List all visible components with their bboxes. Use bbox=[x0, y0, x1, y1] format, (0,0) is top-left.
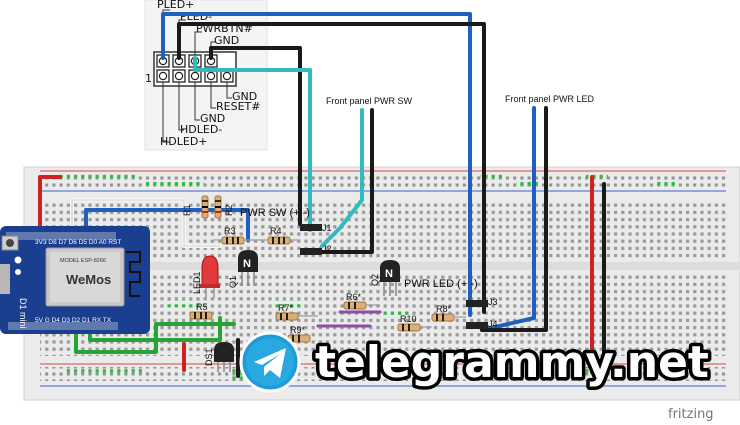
pin-label-gnd-1: GND bbox=[232, 90, 257, 103]
pin-one-marker: 1 bbox=[145, 72, 152, 85]
label-j2: J2 bbox=[322, 244, 332, 254]
wire-blue-front-led bbox=[480, 106, 536, 332]
label-pwr-sw: PWR SW (+ -) bbox=[240, 207, 310, 219]
label-r7: R7* bbox=[278, 303, 294, 313]
q2-mark: N bbox=[385, 268, 393, 280]
label-front-panel-pwr-led: Front panel PWR LED bbox=[505, 94, 595, 104]
wire-black-gnd bbox=[209, 46, 302, 226]
pin-label-hdled-plus: HDLED+ bbox=[160, 135, 208, 148]
pin-label-reset: RESET# bbox=[216, 100, 260, 113]
board-top-pins: 3V3 D8 D7 D6 D5 D0 A0 RST bbox=[35, 239, 121, 246]
label-front-panel-pwr-sw: Front panel PWR SW bbox=[326, 96, 413, 106]
board-brand: WeMos bbox=[66, 272, 111, 287]
board-model: MODEL ESP-8266 bbox=[60, 258, 106, 264]
label-r10: R10 bbox=[400, 314, 417, 324]
wire-cyan-front-sw bbox=[320, 108, 364, 248]
label-r8: R8* bbox=[436, 304, 452, 314]
label-r5: R5 bbox=[196, 302, 208, 312]
led1 bbox=[200, 255, 220, 298]
wire-green-d4 bbox=[74, 322, 236, 354]
pin-label-pled-plus: PLED+ bbox=[157, 0, 194, 11]
wire-black-front-sw bbox=[320, 108, 374, 254]
label-ds1: DS1 bbox=[204, 348, 214, 366]
pin-label-hdled-minus: HDLED- bbox=[180, 123, 222, 136]
transistor-q1 bbox=[238, 250, 258, 286]
wire-cyan-pwrbtn bbox=[193, 56, 312, 232]
wire-blue-d5 bbox=[84, 208, 250, 242]
board-name: D1 mini bbox=[18, 298, 28, 329]
label-j4: J4 bbox=[488, 319, 498, 329]
label-r1: R1 bbox=[182, 204, 192, 216]
jumper-headers bbox=[300, 224, 488, 329]
wemos-d1-mini-board: 3V3 D8 D7 D6 D5 D0 A0 RST 5V G D4 D3 D2 … bbox=[0, 226, 150, 334]
watermark: telegrammy.net bbox=[239, 331, 712, 393]
board-bottom-pins: 5V G D4 D3 D2 D1 RX TX bbox=[35, 317, 112, 324]
pin-label-gnd-top: GND bbox=[214, 34, 239, 47]
label-q1: Q1 bbox=[228, 276, 238, 288]
fritzing-logo: fritzing bbox=[668, 407, 714, 422]
label-r9: R9* bbox=[290, 325, 306, 335]
watermark-text: telegrammy.net bbox=[315, 337, 709, 388]
label-r4: R4 bbox=[270, 226, 282, 236]
label-r2: R2 bbox=[224, 204, 234, 216]
pin-label-gnd-2: GND bbox=[200, 112, 225, 125]
wires bbox=[38, 12, 606, 378]
transistor-q2 bbox=[380, 260, 400, 296]
wire-black-pled-minus bbox=[177, 22, 486, 314]
sensor-ds1 bbox=[214, 342, 234, 372]
label-j3: J3 bbox=[488, 297, 498, 307]
q1-mark: N bbox=[243, 258, 251, 270]
breadboard bbox=[23, 166, 740, 401]
label-r3: R3 bbox=[224, 226, 236, 236]
label-j1: J1 bbox=[322, 223, 332, 233]
label-pwr-led: PWR LED (+ -) bbox=[404, 278, 478, 290]
wire-red-left bbox=[38, 175, 62, 234]
wire-black-front-led bbox=[480, 106, 548, 332]
label-q2: Q2 bbox=[370, 274, 380, 286]
label-led1: LED1 bbox=[192, 271, 202, 294]
resistors bbox=[189, 195, 466, 343]
label-r6: R6* bbox=[346, 292, 362, 302]
telegram-plane-icon bbox=[254, 348, 286, 378]
